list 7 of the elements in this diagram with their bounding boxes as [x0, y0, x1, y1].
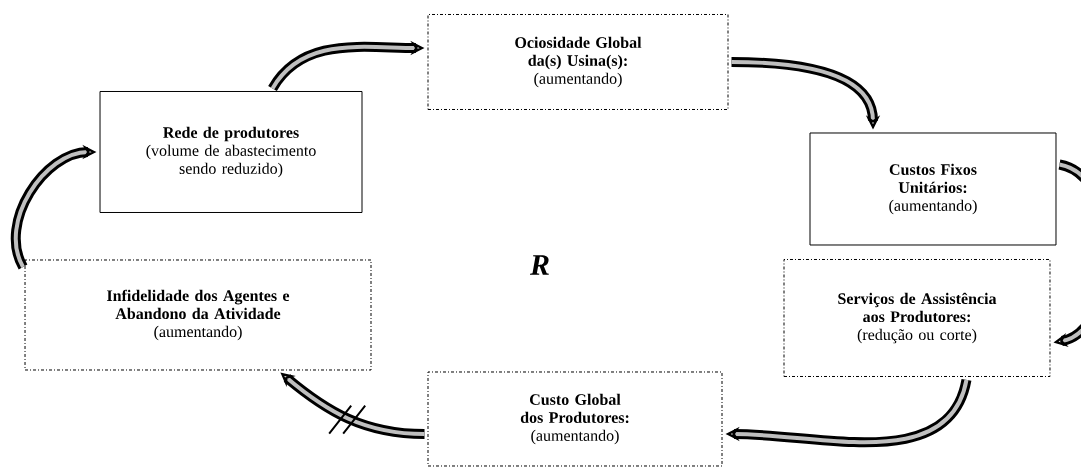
dashed-box: Custo Global dos Produtores: (aumentando)	[427, 371, 723, 467]
loop-label: R	[529, 255, 549, 275]
dashed-box: Serviços de Assistência aos Produtores: (redução ou corte)	[783, 259, 1051, 377]
dashed-box: Ociosidade Global da(s) Usina(s): (aumentando)	[427, 14, 729, 110]
process-box: Rede de produtores (volume de abastecimento sendo reduzido)	[99, 91, 363, 213]
process-box: Custos Fixos Unitários: (aumentando)	[809, 132, 1057, 246]
dashed-box: Infidelidade dos Agentes e Abandono da Atividade (aumentando)	[24, 259, 372, 371]
